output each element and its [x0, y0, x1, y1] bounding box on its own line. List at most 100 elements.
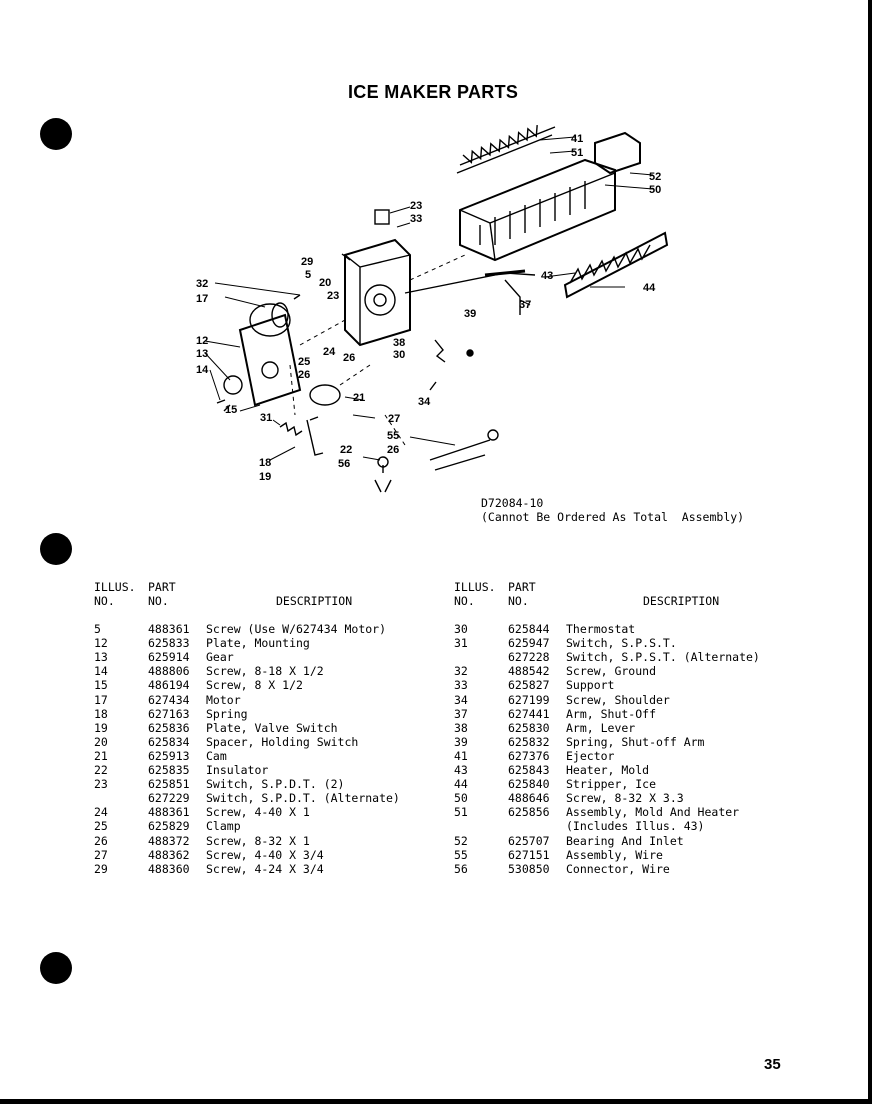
- callout-label: 26: [298, 369, 310, 381]
- part-description: Switch, S.P.S.T.: [566, 636, 677, 651]
- table-row: 29 488360 Screw, 4-24 X 3/4: [94, 862, 434, 876]
- table-row: 24 488361 Screw, 4-40 X 1: [94, 805, 434, 819]
- part-description: Plate, Mounting: [206, 636, 310, 651]
- part-description: Switch, S.P.S.T. (Alternate): [566, 650, 760, 665]
- illus-number: 14: [94, 664, 108, 679]
- illus-number: 41: [454, 748, 468, 763]
- part-number: 625832: [508, 734, 550, 749]
- illus-number: 22: [94, 763, 108, 777]
- illus-no-header: ILLUS.NO.: [454, 580, 496, 608]
- illus-number: 24: [94, 805, 108, 820]
- table-row: 33 625827 Support: [454, 678, 794, 692]
- binder-hole: [40, 533, 72, 565]
- illus-number: 29: [94, 861, 108, 876]
- illus-number: 5: [94, 622, 101, 636]
- part-description: Thermostat: [566, 622, 636, 636]
- part-number: 625830: [508, 720, 550, 735]
- table-row: 39 625832 Spring, Shut-off Arm: [454, 735, 794, 749]
- table-row: (Includes Illus. 43): [454, 819, 794, 833]
- part-description: Spring, Shut-off Arm: [566, 734, 705, 749]
- part-description: Screw (Use W/627434 Motor): [206, 622, 387, 636]
- callout-label: 22: [340, 444, 352, 456]
- part-number: 625840: [508, 777, 550, 792]
- part-description: Heater, Mold: [566, 763, 650, 777]
- diagram-caption: D72084-10 (Cannot Be Ordered As Total As…: [481, 496, 744, 524]
- part-number: 625835: [148, 763, 190, 777]
- callout-label: 23: [410, 200, 422, 212]
- part-description: Assembly, Mold And Heater: [566, 805, 740, 820]
- part-description: Bearing And Inlet: [566, 833, 684, 848]
- illus-no-header: ILLUS.NO.: [94, 580, 136, 608]
- part-number: 530850: [508, 861, 550, 876]
- callout-label: 21: [353, 392, 365, 404]
- illus-number: 17: [94, 692, 108, 707]
- part-number: 625856: [508, 805, 550, 820]
- part-description: Screw, Shoulder: [566, 692, 670, 707]
- part-number: 627441: [508, 706, 550, 721]
- illus-number: 39: [454, 734, 468, 749]
- part-number: 625829: [148, 819, 190, 834]
- callout-label: 24: [323, 346, 336, 358]
- part-number: 488542: [508, 664, 550, 679]
- part-number: 486194: [148, 678, 190, 693]
- part-number: 625827: [508, 678, 550, 693]
- callout-label: 41: [571, 133, 583, 145]
- illus-number: 12: [94, 636, 108, 651]
- illus-number: 26: [94, 833, 108, 848]
- callout-label: 5: [305, 269, 311, 281]
- illus-number: 33: [454, 678, 468, 693]
- callout-label: 19: [259, 471, 271, 483]
- part-number: 625851: [148, 777, 190, 792]
- illus-number: 55: [454, 847, 468, 862]
- callout-label: 26: [343, 352, 355, 364]
- callout-label: 32: [196, 278, 208, 290]
- callout-label: 17: [196, 293, 208, 305]
- description-header: DESCRIPTION: [643, 594, 720, 608]
- callout-label: 30: [393, 349, 405, 361]
- part-description: Support: [566, 678, 615, 693]
- part-number: 625834: [148, 734, 190, 749]
- part-number: 625707: [508, 833, 550, 848]
- illus-number: 23: [94, 777, 108, 792]
- illus-number: 50: [454, 791, 468, 806]
- part-number: 627228: [508, 650, 550, 665]
- illus-number: 34: [454, 692, 468, 707]
- callout-label: 38: [393, 337, 405, 349]
- part-number: 488646: [508, 791, 550, 806]
- part-number: 488360: [148, 861, 190, 876]
- part-number: 625833: [148, 636, 190, 651]
- callout-label: 13: [196, 348, 208, 360]
- part-number: 627163: [148, 706, 190, 721]
- part-description: Screw, 4-40 X 1: [206, 805, 310, 820]
- part-description: Connector, Wire: [566, 861, 670, 876]
- callout-label: 34: [418, 396, 431, 408]
- callout-label: 14: [196, 364, 209, 376]
- part-description: Screw, 8 X 1/2: [206, 678, 303, 693]
- callout-label: 25: [298, 356, 310, 368]
- part-description: Screw, 8-32 X 1: [206, 833, 310, 848]
- illus-number: 44: [454, 777, 468, 792]
- callout-label: 39: [464, 308, 476, 320]
- illus-number: 37: [454, 706, 468, 721]
- part-number: 488361: [148, 805, 190, 820]
- callout-label: 26: [387, 444, 399, 456]
- part-number: 625844: [508, 622, 550, 636]
- part-description: Screw, 4-24 X 3/4: [206, 861, 324, 876]
- part-number: 627229: [148, 791, 190, 806]
